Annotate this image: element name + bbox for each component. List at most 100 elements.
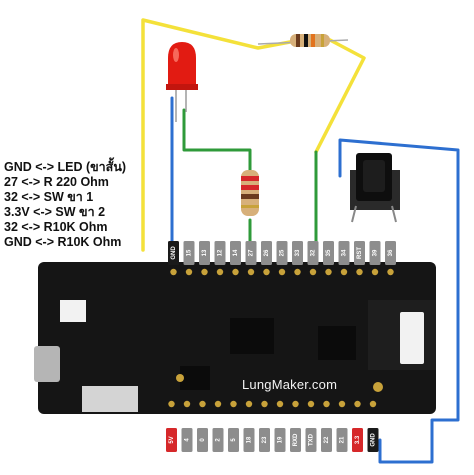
pin-hole bbox=[292, 400, 299, 408]
pin-13-box bbox=[199, 241, 210, 265]
pin-label: 25 bbox=[280, 249, 286, 256]
pin-label: 14 bbox=[233, 249, 239, 256]
pin-hole bbox=[261, 400, 268, 408]
pin-label: 15 bbox=[187, 249, 193, 256]
pin-23-box bbox=[259, 428, 270, 452]
pin-18-box bbox=[243, 428, 255, 452]
pin-15-box bbox=[183, 241, 195, 265]
blue-wire-gnd-bottom bbox=[338, 138, 460, 464]
push-button-switch bbox=[350, 153, 400, 223]
pin-label: 5 bbox=[231, 438, 237, 442]
pin-hole bbox=[245, 400, 253, 408]
yellow-wire-top bbox=[141, 18, 292, 252]
pin-rst-box bbox=[354, 241, 365, 265]
pin-label: 13 bbox=[202, 249, 208, 256]
pin-25-box bbox=[276, 241, 288, 265]
led-red bbox=[166, 42, 198, 122]
pin-39-box bbox=[369, 241, 381, 265]
pin-hole bbox=[356, 268, 363, 276]
pin-hole bbox=[199, 400, 206, 408]
pin-hole bbox=[170, 268, 177, 276]
pin-hole bbox=[183, 400, 191, 408]
pin-label: RST bbox=[357, 247, 363, 259]
pin-label: 4 bbox=[185, 438, 191, 442]
pin-label: 21 bbox=[340, 436, 346, 443]
note-27-resistor: 27 <-> R 220 Ohm bbox=[4, 175, 109, 189]
pin-hole bbox=[185, 268, 193, 276]
pin-label: 35 bbox=[326, 249, 332, 256]
note-32-switch: 32 <-> SW ขา 1 bbox=[4, 190, 94, 204]
pin-35-box bbox=[323, 241, 334, 265]
note-3v3-switch: 3.3V <-> SW ขา 2 bbox=[4, 205, 106, 219]
esp32-board bbox=[34, 262, 436, 414]
pin-26-box bbox=[261, 241, 272, 265]
pin-hole bbox=[369, 400, 377, 408]
pin-21-box bbox=[336, 428, 348, 452]
pin-label: 32 bbox=[311, 249, 317, 256]
pin-hole bbox=[307, 400, 315, 408]
pin-txd-box bbox=[305, 428, 317, 452]
pin-label: 34 bbox=[342, 249, 348, 256]
pin-label: RXD bbox=[293, 433, 299, 446]
pin-hole bbox=[387, 268, 394, 276]
pin-32-box bbox=[307, 241, 319, 265]
pin-label: 22 bbox=[324, 436, 330, 443]
pin-12-box bbox=[214, 241, 226, 265]
pin-hole bbox=[230, 400, 237, 408]
pin-14-box bbox=[230, 241, 241, 265]
pin-label: 2 bbox=[216, 438, 222, 442]
pin-gnd-box bbox=[168, 241, 179, 265]
pin-label: 0 bbox=[200, 438, 206, 442]
pin-label: 26 bbox=[264, 249, 270, 256]
pin-label: TXD bbox=[309, 433, 315, 446]
pin-33-box bbox=[292, 241, 303, 265]
pin-hole bbox=[216, 268, 224, 276]
pin-22-box bbox=[321, 428, 332, 452]
pin-36-box bbox=[385, 241, 396, 265]
pin-5v-box bbox=[166, 428, 177, 452]
pin-hole bbox=[323, 400, 330, 408]
pin-label: 18 bbox=[247, 436, 253, 443]
pin-label: 33 bbox=[295, 249, 301, 256]
pin-3v3-box bbox=[352, 428, 363, 452]
pin-gnd-box bbox=[367, 428, 379, 452]
pin-2-box bbox=[212, 428, 224, 452]
green-wire-led bbox=[182, 108, 252, 172]
pin-hole bbox=[294, 268, 301, 276]
pin-rxd-box bbox=[290, 428, 301, 452]
pin-label: 39 bbox=[373, 249, 379, 256]
pin-hole bbox=[354, 400, 361, 408]
brand-watermark: LungMaker.com bbox=[242, 377, 338, 392]
pin-5-box bbox=[228, 428, 239, 452]
pin-hole bbox=[340, 268, 348, 276]
pin-hole bbox=[263, 268, 270, 276]
pin-label: 23 bbox=[262, 436, 268, 443]
pin-27-box bbox=[245, 241, 257, 265]
note-gnd-r10k: GND <-> R10K Ohm bbox=[4, 235, 122, 249]
pin-hole bbox=[276, 400, 284, 408]
pin-hole bbox=[325, 268, 332, 276]
yellow-wire-right bbox=[314, 38, 366, 154]
board-header-holes bbox=[168, 268, 394, 408]
wires bbox=[141, 18, 460, 464]
pin-hole bbox=[278, 268, 286, 276]
pin-0-box bbox=[197, 428, 208, 452]
pin-label: 5V bbox=[169, 436, 175, 443]
pin-label: 27 bbox=[249, 249, 255, 256]
pin-hole bbox=[232, 268, 239, 276]
pin-hole bbox=[247, 268, 255, 276]
pin-label: 3.3 bbox=[355, 435, 361, 444]
note-led-gnd: GND <-> LED (ขาสั้น) bbox=[4, 160, 127, 174]
resistor-220 bbox=[241, 170, 259, 216]
pin-label: 12 bbox=[218, 249, 224, 256]
pin-hole bbox=[168, 400, 175, 408]
pin-label: 19 bbox=[278, 436, 284, 443]
wiring-notes: GND <-> LED (ขาสั้น) 27 <-> R 220 Ohm 32… bbox=[4, 160, 126, 250]
pin-label: GND bbox=[171, 246, 177, 260]
pin-19-box bbox=[274, 428, 286, 452]
pin-hole bbox=[338, 400, 346, 408]
pin-4-box bbox=[181, 428, 193, 452]
